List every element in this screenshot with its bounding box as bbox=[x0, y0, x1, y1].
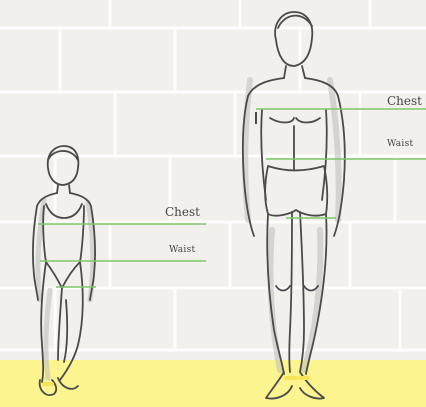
child-chest-label: Chest bbox=[165, 206, 200, 218]
brick-wall bbox=[0, 0, 426, 362]
adult-waist-label: Waist bbox=[387, 140, 413, 149]
child-waist-label: Waist bbox=[169, 246, 195, 255]
floor bbox=[0, 360, 426, 407]
adult-chest-label: Chest bbox=[387, 95, 422, 107]
